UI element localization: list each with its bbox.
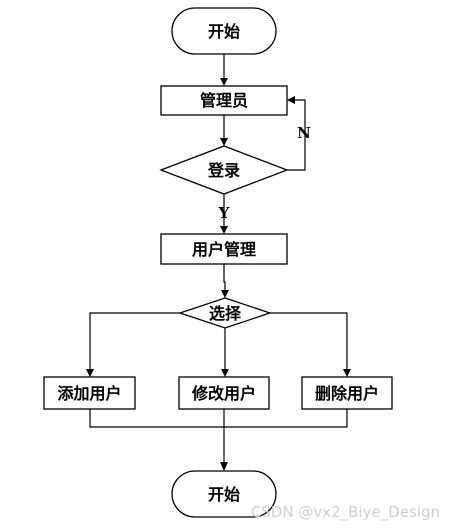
- edit-user-node-label: 修改用户: [191, 384, 256, 403]
- add-user-node: 添加用户: [43, 376, 136, 410]
- edge-login-usermanage-yes: Y: [218, 194, 230, 234]
- select-decision: 选择: [177, 297, 273, 329]
- edge-label-no: N: [297, 124, 311, 142]
- watermark-text: CSDN @vx2_Biye_Design: [251, 503, 440, 522]
- edge-admin-login: [220, 115, 228, 146]
- edge-select-edit: [221, 328, 229, 377]
- admin-node-label: 管理员: [200, 91, 248, 110]
- delete-user-node: 删除用户: [301, 376, 393, 410]
- edge-select-delete: [270, 312, 351, 377]
- edge-login-admin-no: N: [287, 96, 311, 171]
- edge-select-add: [86, 312, 180, 377]
- add-user-node-label: 添加用户: [57, 384, 121, 403]
- select-decision-label: 选择: [209, 304, 242, 323]
- delete-user-node-label: 删除用户: [315, 384, 379, 403]
- start-node-label: 开始: [208, 22, 240, 41]
- edge-merge-end: [89, 409, 348, 471]
- edge-usermanage-select: [221, 264, 229, 298]
- end-node-label: 开始: [208, 485, 240, 504]
- admin-node: 管理员: [160, 85, 288, 116]
- user-manage-node: 用户管理: [160, 233, 288, 265]
- edge-start-admin: [220, 54, 228, 86]
- login-decision: 登录: [159, 145, 289, 195]
- start-node: 开始: [171, 7, 277, 55]
- login-decision-label: 登录: [207, 161, 240, 180]
- edge-label-yes: Y: [218, 204, 230, 222]
- end-node: 开始: [171, 470, 277, 518]
- user-manage-node-label: 用户管理: [192, 240, 256, 259]
- edit-user-node: 修改用户: [178, 376, 270, 410]
